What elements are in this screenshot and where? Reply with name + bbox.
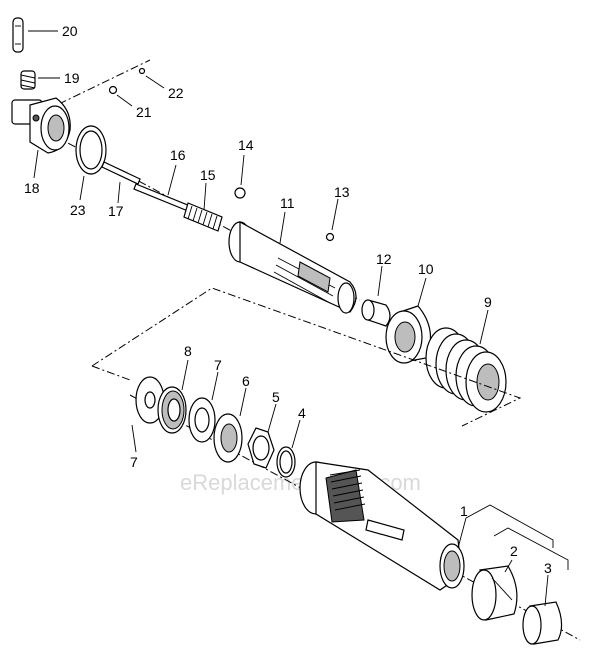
callout-23: 23 — [70, 202, 86, 218]
callout-13: 13 — [334, 184, 350, 200]
part-18-housing — [11, 97, 71, 154]
callout-21: 21 — [136, 104, 152, 120]
part-11-spindle — [228, 220, 357, 314]
assembly-boundary — [91, 287, 522, 427]
part-14-ball — [234, 187, 246, 199]
part-7-washer-left — [135, 376, 165, 424]
part-9-spring — [425, 327, 507, 413]
callout-7-lower: 7 — [130, 454, 138, 470]
part-6-nut — [213, 413, 243, 463]
part-12-sleeve — [361, 299, 391, 327]
bracket-lines — [465, 504, 569, 570]
callout-22: 22 — [168, 85, 184, 101]
callout-14: 14 — [238, 137, 254, 153]
callout-15: 15 — [200, 167, 216, 183]
callout-6: 6 — [242, 373, 250, 389]
callout-19: 19 — [64, 70, 80, 86]
part-19-spring — [20, 70, 36, 90]
part-3-bushing — [522, 601, 563, 645]
callout-leaders — [28, 30, 549, 607]
part-17-pin — [101, 161, 141, 185]
part-2-sleeve — [471, 565, 518, 621]
callout-5: 5 — [272, 389, 280, 405]
part-10-collar — [385, 305, 432, 364]
callout-17: 17 — [108, 203, 124, 219]
callout-18: 18 — [24, 180, 40, 196]
callout-11: 11 — [280, 195, 295, 211]
callout-7-upper: 7 — [214, 357, 222, 373]
callout-2: 2 — [510, 543, 518, 559]
part-1-spindle-body — [299, 461, 465, 591]
callout-9: 9 — [484, 294, 492, 310]
part-13-ball — [325, 232, 335, 242]
callout-20: 20 — [62, 23, 78, 39]
part-5-hex-nut — [247, 427, 275, 469]
callout-16: 16 — [170, 147, 186, 163]
part-15-spring — [183, 202, 223, 232]
part-7-washer-right — [188, 397, 216, 443]
callout-12: 12 — [376, 251, 392, 267]
callout-8: 8 — [184, 343, 192, 359]
callout-4: 4 — [298, 405, 306, 421]
part-8-bearing — [157, 386, 187, 434]
part-21-ball — [108, 85, 118, 95]
part-20-pin — [12, 17, 24, 53]
part-16-rod — [133, 183, 191, 212]
callout-10: 10 — [418, 261, 434, 277]
callout-3: 3 — [544, 560, 552, 576]
part-4-snap-ring — [276, 446, 296, 478]
part-23-ring — [75, 125, 107, 175]
callout-1: 1 — [460, 503, 468, 519]
part-22-ball — [138, 67, 146, 75]
